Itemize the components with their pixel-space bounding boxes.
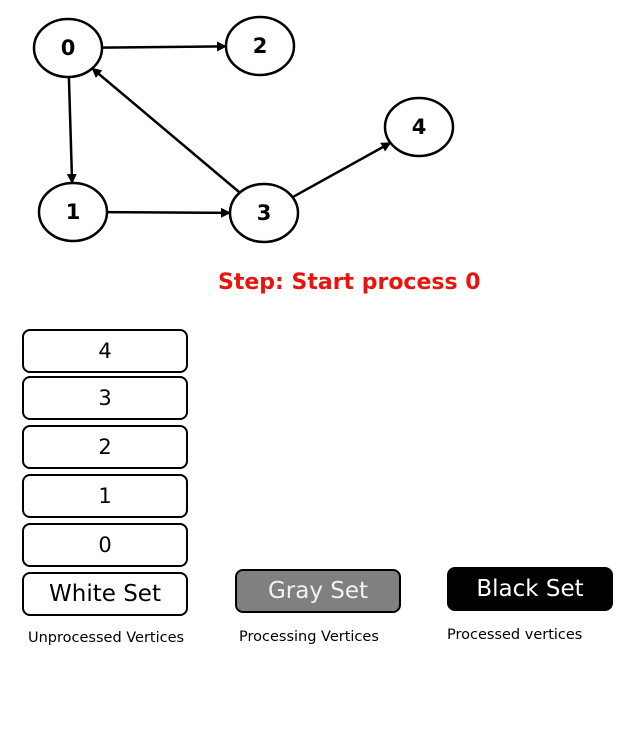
graph-node-4: 4 xyxy=(383,96,455,158)
white-set-item: 0 xyxy=(22,523,188,567)
white-set-item: 1 xyxy=(22,474,188,518)
edge-0-to-1 xyxy=(66,76,77,185)
graph-diagram: 0 2 4 1 3 xyxy=(32,15,455,244)
black-set-label: Black Set xyxy=(447,567,613,611)
edge-0-to-2 xyxy=(101,41,228,52)
black-set-caption: Processed vertices xyxy=(447,627,583,643)
white-set-item: 3 xyxy=(22,376,188,420)
node-circle xyxy=(37,181,109,243)
edge-1-to-3 xyxy=(106,207,232,218)
graph-node-2: 2 xyxy=(224,15,296,77)
gray-set-caption: Processing Vertices xyxy=(239,629,379,645)
node-label: 4 xyxy=(412,115,427,139)
node-circle xyxy=(224,15,296,77)
node-circle xyxy=(32,17,104,79)
white-set-caption: Unprocessed Vertices xyxy=(28,630,185,646)
edge-3-to-0 xyxy=(91,67,241,194)
gray-set-label: Gray Set xyxy=(235,569,401,613)
white-set-item: 4 xyxy=(22,329,188,373)
node-label: 0 xyxy=(61,36,76,60)
graph-node-0: 0 xyxy=(32,17,104,79)
white-set-label: White Set xyxy=(22,572,188,616)
node-circle xyxy=(383,96,455,158)
white-set-item: 2 xyxy=(22,425,188,469)
step-title: Step: Start process 0 xyxy=(218,270,481,295)
node-label: 1 xyxy=(66,200,81,224)
node-label: 2 xyxy=(253,34,268,58)
graph-node-3: 3 xyxy=(228,182,300,244)
node-circle xyxy=(228,182,300,244)
graph-node-1: 1 xyxy=(37,181,109,243)
node-label: 3 xyxy=(257,201,272,225)
edge-3-to-4 xyxy=(291,141,392,199)
